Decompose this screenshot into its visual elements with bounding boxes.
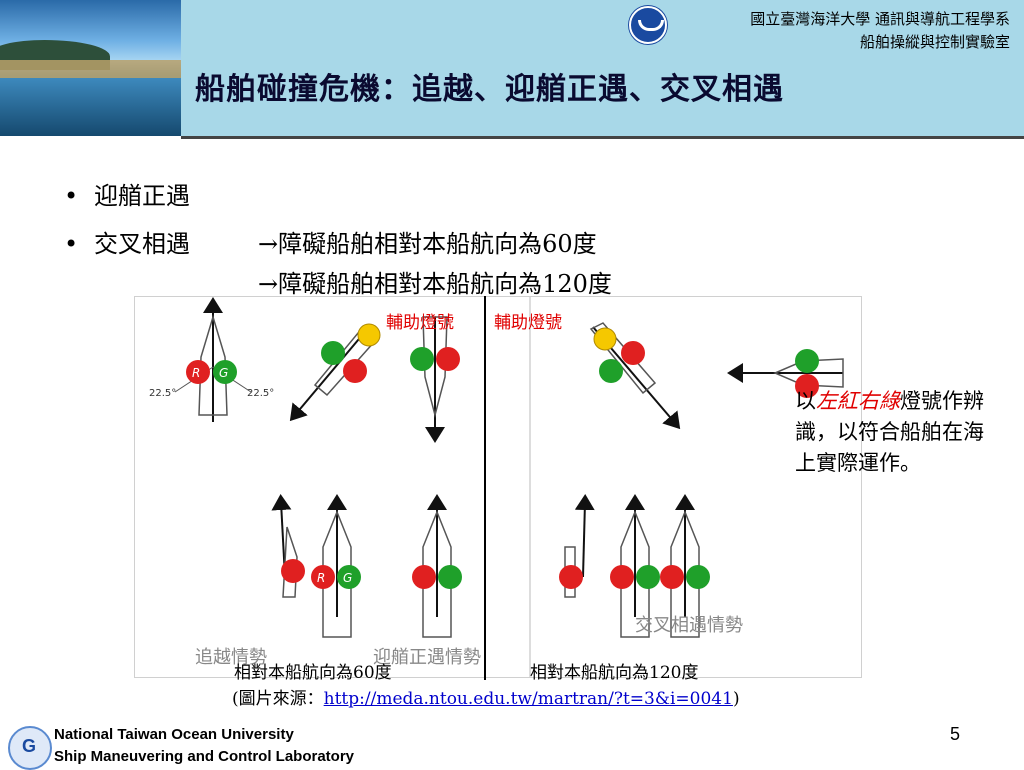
crossing-left-ship [727, 349, 844, 398]
aux-light [593, 327, 617, 351]
title-banner [181, 0, 1024, 139]
overtaking-top-ship: R G 22.5° 22.5° [149, 297, 274, 422]
aux-light-label-left: 輔助燈號 [386, 313, 454, 333]
note-prefix: 以 [795, 389, 816, 413]
bullet-marker: • [64, 230, 79, 258]
crossing-120-ship [589, 322, 681, 430]
panel-label-overtaking: 追越情勢 [195, 647, 267, 668]
bullet-text: 迎艏正遇 [94, 182, 190, 210]
department-name: 國立臺灣海洋大學 通訊與導航工程學系 [750, 10, 1010, 28]
lab-name: 船舶操縱與控制實驗室 [859, 33, 1010, 51]
navigation-lights-diagram: R G 22.5° 22.5° [149, 297, 844, 677]
green-light-letter: G [219, 366, 228, 380]
aux-light [357, 323, 381, 347]
overtaking-bottom-ship [271, 494, 305, 598]
source-suffix: ) [732, 689, 740, 709]
head-on-right-ship [412, 494, 462, 638]
lab-logo-icon [8, 726, 52, 770]
red-light-letter: R [192, 366, 200, 380]
footer-lab: Ship Maneuvering and Control Laboratory [54, 748, 355, 765]
crossing-60-ship [289, 323, 381, 422]
harbor-photo [0, 0, 181, 136]
panel-label-crossing: 交叉相遇情勢 [635, 615, 743, 636]
green-light [213, 360, 237, 384]
red-light [186, 360, 210, 384]
caption-60: 相對本船航向為60度 [234, 663, 392, 683]
bullet-marker: • [64, 182, 79, 210]
angle-right-label: 22.5° [247, 388, 274, 399]
caption-120: 相對本船航向為120度 [530, 663, 699, 683]
svg-text:R: R [317, 571, 325, 585]
crossing-120-line: →障礙船舶相對本船航向為120度 [258, 270, 612, 298]
crossing-60-line: →障礙船舶相對本船航向為60度 [258, 230, 597, 258]
panel-label-head-on: 迎艏正遇情勢 [373, 647, 481, 668]
bullet-crossing: • 交叉相遇 [64, 224, 190, 259]
footer-university: National Taiwan Ocean University [54, 726, 294, 743]
image-source: (圖片來源：http://meda.ntou.edu.tw/martran/?t… [232, 684, 740, 709]
note-highlight: 左紅右綠 [816, 389, 900, 413]
light-rule-note: 以左紅右綠燈號作辨識，以符合船舶在海上實際運作。 [795, 386, 1000, 479]
page-number: 5 [950, 724, 961, 744]
slide-title: 船舶碰撞危機：追越、迎艏正遇、交叉相遇 [195, 72, 784, 107]
head-on-left-ship: R G [311, 494, 361, 638]
bullet-head-on: • 迎艏正遇 [64, 176, 190, 211]
figure-divider [484, 296, 486, 680]
angle-left-label: 22.5° [149, 388, 176, 399]
university-logo-icon [629, 6, 667, 44]
crossing-bottom-right-ship [660, 494, 710, 638]
aux-light-label-right: 輔助燈號 [494, 313, 562, 333]
svg-text:G: G [343, 571, 352, 585]
source-link[interactable]: http://meda.ntou.edu.tw/martran/?t=3&i=0… [323, 689, 733, 709]
source-prefix: (圖片來源： [232, 689, 324, 709]
slide-header: 國立臺灣海洋大學 通訊與導航工程學系 船舶操縱與控制實驗室 船舶碰撞危機：追越、… [0, 0, 1024, 139]
crossing-bottom-partial-ship [559, 494, 595, 598]
head-on-down-ship [410, 316, 460, 443]
bullet-text: 交叉相遇 [94, 230, 190, 258]
crossing-bottom-left-ship [610, 494, 660, 638]
navigation-lights-figure: R G 22.5° 22.5° [134, 296, 862, 678]
note-suffix: 燈號作辨識，以符合船舶在海上實際運作。 [795, 389, 984, 475]
